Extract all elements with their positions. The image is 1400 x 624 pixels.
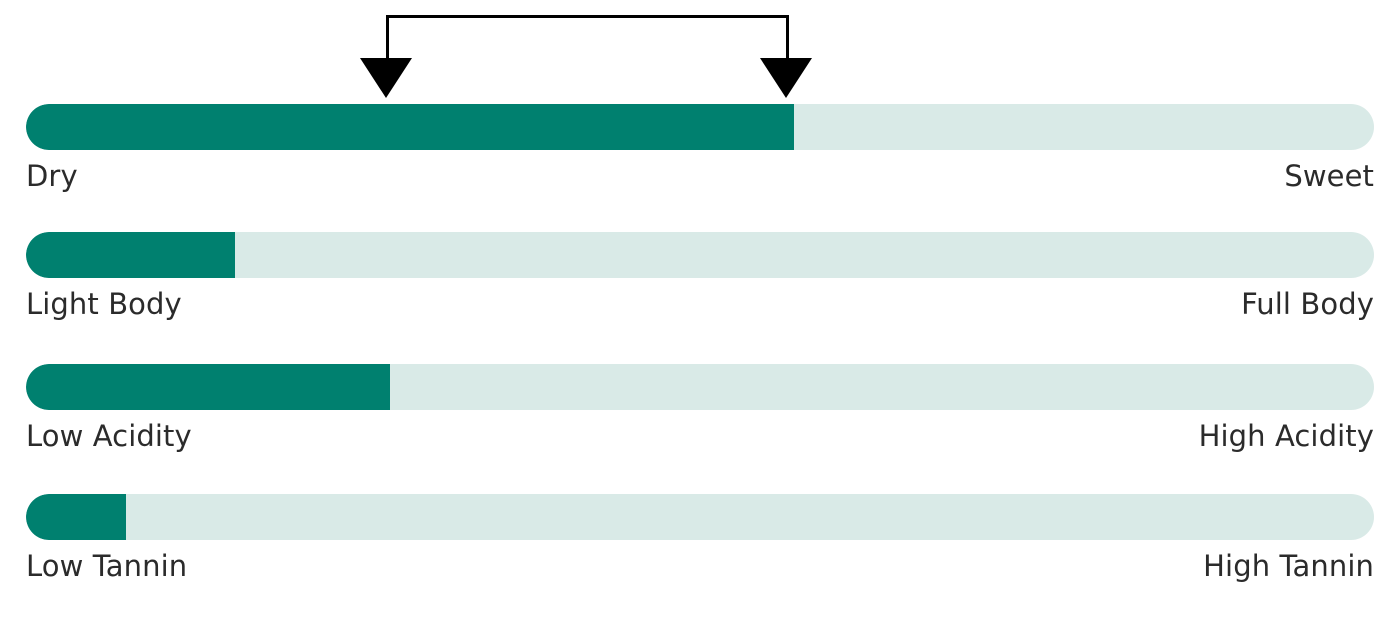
bracket-horizontal-line xyxy=(385,15,787,18)
tannin-label-right: High Tannin xyxy=(1203,549,1374,583)
bar-row-tannin: Low Tannin High Tannin xyxy=(26,494,1374,583)
body-label-left: Light Body xyxy=(26,287,182,321)
tannin-bar-labels: Low Tannin High Tannin xyxy=(26,549,1374,583)
sweetness-label-right: Sweet xyxy=(1284,159,1374,193)
sweetness-label-left: Dry xyxy=(26,159,78,193)
body-bar-fill xyxy=(26,232,235,278)
sweetness-bar-fill xyxy=(26,104,795,150)
bar-row-body: Light Body Full Body xyxy=(26,232,1374,321)
bar-row-acidity: Low Acidity High Acidity xyxy=(26,364,1374,453)
acidity-bar-track[interactable] xyxy=(26,364,1374,410)
body-bar-labels: Light Body Full Body xyxy=(26,287,1374,321)
tannin-bar-fill xyxy=(26,494,126,540)
tannin-label-left: Low Tannin xyxy=(26,549,188,583)
sweetness-bar-labels: Dry Sweet xyxy=(26,159,1374,193)
body-bar-track[interactable] xyxy=(26,232,1374,278)
acidity-bar-labels: Low Acidity High Acidity xyxy=(26,419,1374,453)
acidity-bar-fill xyxy=(26,364,390,410)
acidity-label-right: High Acidity xyxy=(1198,419,1374,453)
range-start-marker-icon[interactable] xyxy=(359,58,412,98)
range-end-marker-icon[interactable] xyxy=(760,58,813,98)
bracket-left-stem xyxy=(385,15,389,59)
tannin-bar-track[interactable] xyxy=(26,494,1374,540)
acidity-label-left: Low Acidity xyxy=(26,419,192,453)
sweetness-bar-track[interactable] xyxy=(26,104,1374,150)
bracket-right-stem xyxy=(786,15,790,59)
bar-row-sweetness: Dry Sweet xyxy=(26,104,1374,193)
body-label-right: Full Body xyxy=(1241,287,1374,321)
